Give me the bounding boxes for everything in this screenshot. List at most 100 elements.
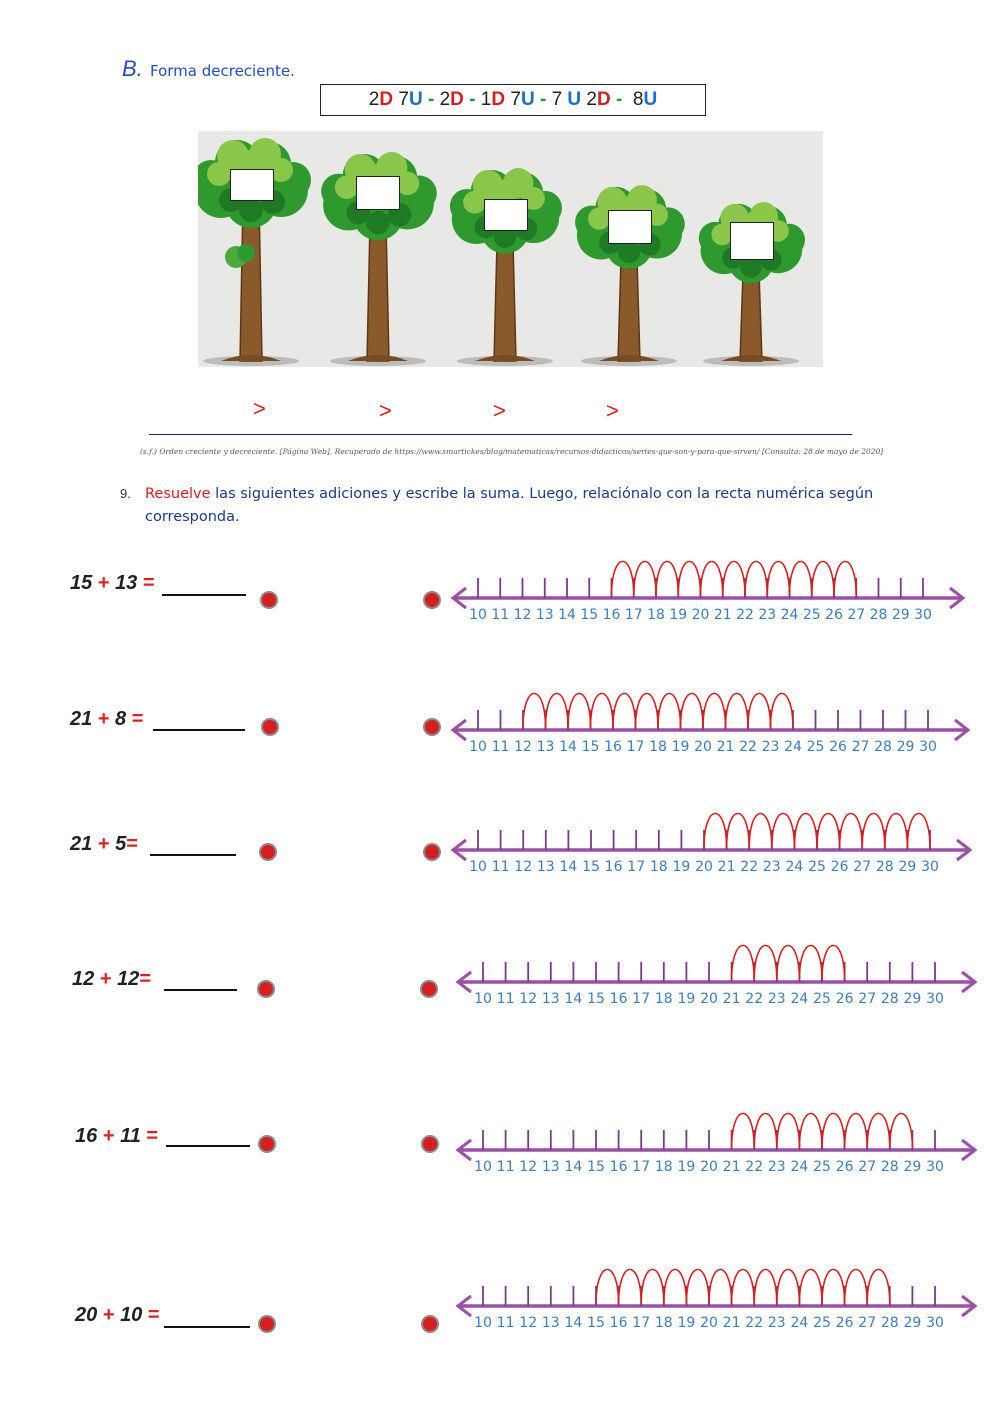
- section-title: Forma decreciente.: [150, 62, 295, 80]
- code-segment: 8: [632, 89, 644, 110]
- tick-label: 22: [745, 991, 763, 1007]
- tick-label: 10: [469, 859, 487, 875]
- sum-answer-blank[interactable]: [166, 1145, 250, 1147]
- tick-label: 27: [858, 991, 876, 1007]
- tick-label: 23: [758, 607, 776, 623]
- match-dot-right[interactable]: [423, 843, 441, 861]
- plus-sign: +: [97, 833, 110, 855]
- tick-label: 17: [632, 1159, 650, 1175]
- citation: (s.f.) Orden creciente y decreciente. [P…: [140, 447, 884, 456]
- sum-answer-blank[interactable]: [153, 729, 245, 731]
- sum-answer-blank[interactable]: [164, 1326, 250, 1328]
- match-dot-left[interactable]: [257, 980, 275, 998]
- tick-label: 20: [700, 991, 718, 1007]
- tick-label: 25: [807, 739, 825, 755]
- instruction-line-2: corresponda.: [145, 509, 240, 525]
- jump-arc: [771, 812, 796, 849]
- section-letter: B.: [122, 56, 143, 81]
- tick-label: 12: [519, 1315, 537, 1331]
- match-dot-left[interactable]: [259, 843, 277, 861]
- match-dot-right[interactable]: [421, 1135, 439, 1153]
- tick-label: 19: [677, 1159, 695, 1175]
- tick-label: 10: [474, 1159, 492, 1175]
- bush-icon: [225, 244, 255, 268]
- tree-answer-box-1[interactable]: [230, 169, 274, 201]
- answer-line[interactable]: [149, 434, 852, 435]
- tick-label: 28: [874, 739, 892, 755]
- equation: 16 + 11 =: [75, 1125, 158, 1148]
- tick-label: 20: [692, 607, 710, 623]
- plus-sign: +: [102, 1125, 115, 1147]
- tick-label: 21: [723, 991, 741, 1007]
- jump-arc: [730, 944, 755, 981]
- tick-label: 21: [718, 859, 736, 875]
- match-dot-right[interactable]: [423, 718, 441, 736]
- tree-answer-box-2[interactable]: [356, 176, 400, 210]
- match-dot-right[interactable]: [423, 591, 441, 609]
- jump-arc: [703, 812, 728, 849]
- tick-label: 16: [603, 607, 621, 623]
- tick-label: 26: [836, 1315, 854, 1331]
- jump-arc: [730, 1112, 755, 1149]
- tick-label: 18: [655, 1315, 673, 1331]
- tick-label: 28: [876, 859, 894, 875]
- jump-arc: [748, 812, 773, 849]
- jump-arc: [753, 944, 778, 981]
- jump-arc: [617, 1268, 642, 1305]
- jump-arc: [798, 1112, 823, 1149]
- tick-label: 17: [625, 607, 643, 623]
- code-segment: 1: [480, 89, 492, 110]
- tick-label: 20: [700, 1315, 718, 1331]
- jump-arc: [699, 560, 724, 597]
- addend-b: 10: [120, 1304, 143, 1326]
- jump-arc: [769, 692, 794, 729]
- tick-label: 30: [926, 1315, 944, 1331]
- tick-label: 18: [655, 1159, 673, 1175]
- sum-answer-blank[interactable]: [164, 989, 237, 991]
- code-segment: D: [450, 89, 464, 110]
- tick-label: 13: [536, 607, 554, 623]
- tick-label: 17: [632, 1315, 650, 1331]
- tick-label: 19: [669, 607, 687, 623]
- jump-arc: [595, 1268, 620, 1305]
- equation: 12 + 12=: [72, 968, 151, 991]
- equals-sign: =: [146, 1125, 159, 1147]
- arrow-right-icon: [954, 718, 971, 742]
- match-dot-left[interactable]: [260, 591, 278, 609]
- jump-arc: [724, 692, 749, 729]
- tick-label: 15: [587, 1315, 605, 1331]
- match-dot-left[interactable]: [258, 1315, 276, 1333]
- tick-label: 13: [542, 991, 560, 1007]
- tree-answer-box-4[interactable]: [608, 210, 652, 244]
- match-dot-right[interactable]: [421, 1315, 439, 1333]
- arrow-left-icon: [450, 718, 467, 742]
- tick-label: 23: [762, 739, 780, 755]
- match-dot-right[interactable]: [420, 980, 438, 998]
- tick-label: 20: [700, 1159, 718, 1175]
- tick-label: 27: [858, 1159, 876, 1175]
- jump-arc: [766, 560, 791, 597]
- tick-label: 28: [881, 991, 899, 1007]
- jump-arc: [833, 560, 858, 597]
- tree-answer-box-5[interactable]: [730, 222, 774, 260]
- jump-arc: [702, 692, 727, 729]
- tick-label: 30: [914, 607, 932, 623]
- tick-label: 12: [514, 739, 532, 755]
- tick-label: 11: [492, 859, 510, 875]
- sum-answer-blank[interactable]: [162, 594, 246, 596]
- jump-arc: [677, 560, 702, 597]
- tick-label: 22: [736, 607, 754, 623]
- match-dot-left[interactable]: [261, 718, 279, 736]
- tick-label: 13: [537, 739, 555, 755]
- exercise-number: 9.: [120, 486, 131, 501]
- tick-label: 26: [825, 607, 843, 623]
- tick-label: 24: [785, 859, 803, 875]
- sum-answer-blank[interactable]: [150, 854, 236, 856]
- tick-label: 17: [627, 859, 645, 875]
- jump-arc: [776, 1112, 801, 1149]
- tree-answer-box-3[interactable]: [484, 199, 528, 231]
- tick-label: 29: [898, 859, 916, 875]
- match-dot-left[interactable]: [258, 1135, 276, 1153]
- tick-label: 29: [903, 991, 921, 1007]
- tick-label: 29: [903, 1315, 921, 1331]
